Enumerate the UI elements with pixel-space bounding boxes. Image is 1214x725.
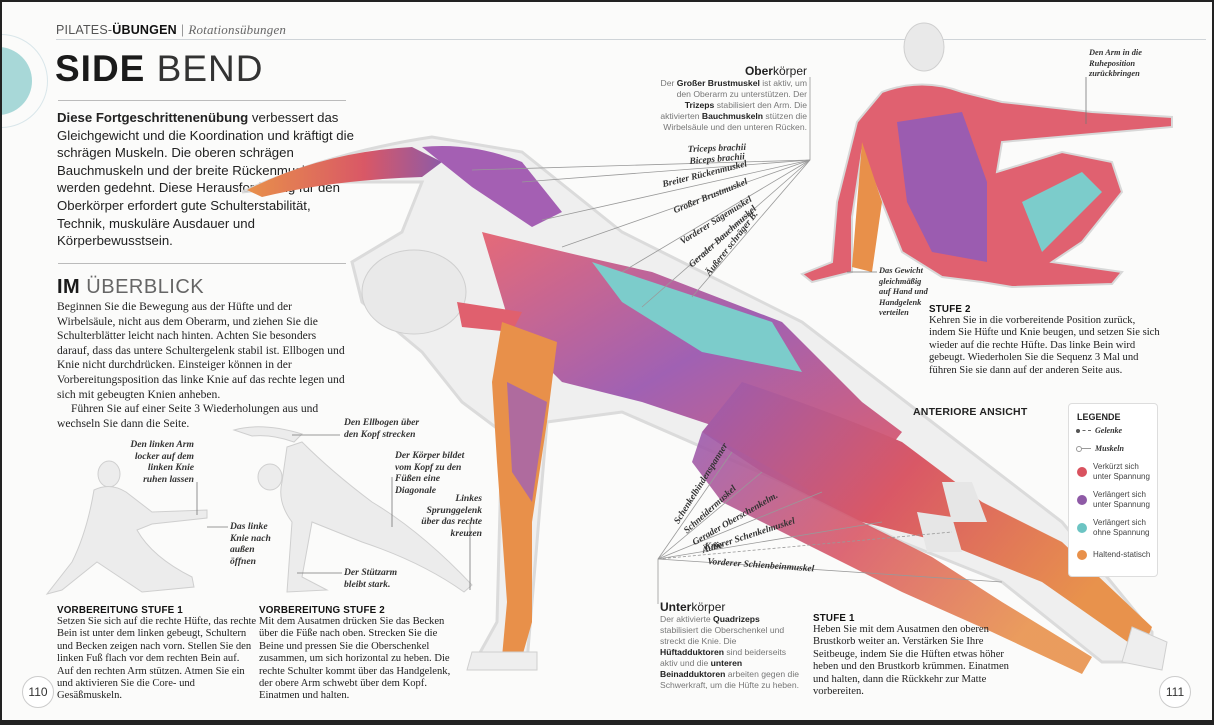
text-part: sind beiderseits aktiv und die — [660, 647, 787, 668]
intro-paragraph: Diese Fortgeschrittenenübung verbessert … — [57, 109, 357, 250]
step2-text: Kehren Sie in die vorbereitende Position… — [929, 315, 1160, 376]
page-number-left: 110 — [22, 676, 54, 708]
lower-body-text: Der aktivierte Quadrizeps stabilisiert d… — [660, 614, 800, 691]
intro-text: verbessert das Gleichgewicht und die Koo… — [57, 110, 354, 249]
breadcrumb-separator: | — [180, 23, 185, 37]
muscle-line-icon — [1076, 446, 1091, 453]
legend-item: Verlängert sich unter Spannung — [1077, 490, 1153, 509]
breadcrumb-subsection: Rotationsübungen — [188, 22, 287, 37]
muscle-label-knee: Knie — [704, 541, 724, 552]
teal-swatch-icon — [1077, 522, 1087, 533]
legend-joints: Gelenke — [1076, 426, 1123, 436]
prep1-annotation-knee: Das linke Knie nach außen öffnen — [230, 521, 271, 567]
legend-item-label: Verlängert sich ohne Spannung — [1093, 518, 1150, 537]
step2-annotation-arm: Den Arm in die Ruheposition zurückbringe… — [1089, 48, 1142, 78]
lower-body-heading-light: körper — [691, 600, 726, 614]
text-part: stützen die Wirbelsäule und den unteren … — [663, 111, 807, 132]
legend-item: Haltend-statisch — [1077, 550, 1150, 560]
purple-swatch-icon — [1077, 494, 1087, 505]
overview-paragraph-1: Beginnen Sie die Bewegung aus der Hüfte … — [57, 300, 345, 401]
lower-body-heading: Unterkörper — [660, 600, 800, 614]
page-title: SIDE BEND — [55, 48, 263, 90]
overview-text: Beginnen Sie die Bewegung aus der Hüfte … — [57, 300, 347, 431]
step2-caption: STUFE 2 Kehren Sie in die vorbereitende … — [929, 304, 1161, 377]
lower-callout-lines — [657, 451, 1003, 604]
prep1-caption: VORBEREITUNG STUFE 1 Setzen Sie sich auf… — [57, 605, 257, 703]
upper-body-heading: Oberkörper — [657, 64, 807, 78]
red-swatch-icon — [1077, 466, 1087, 477]
prep2-text: Mit dem Ausatmen drücken Sie das Becken … — [259, 616, 451, 702]
page-number-right: 111 — [1159, 676, 1191, 708]
title-bold: SIDE — [55, 48, 146, 89]
muscle-name: Quadrizeps — [713, 614, 760, 624]
upper-body-box: Oberkörper Der Großer Brustmuskel ist ak… — [657, 64, 807, 133]
prep2-figure — [232, 426, 473, 593]
text-part: stabilisiert den Arm. Die aktivierten — [660, 100, 807, 121]
muscle-name: Trizeps — [684, 100, 715, 110]
overview-heading-bold: IM — [57, 276, 81, 298]
title-light: BEND — [156, 48, 264, 89]
prep2-heading: VORBEREITUNG STUFE 2 — [259, 605, 385, 616]
intro-divider-top — [58, 100, 346, 101]
upper-body-heading-bold: Ober — [744, 64, 773, 78]
text-part: stabilisiert die Oberschenkel und streck… — [660, 625, 785, 646]
legend-item-label: Haltend-statisch — [1093, 550, 1151, 560]
intro-divider-bottom — [58, 263, 346, 264]
legend-item: Verkürzt sich unter Spannung — [1077, 462, 1153, 481]
step1-caption: STUFE 1 Heben Sie mit dem Ausatmen den o… — [813, 613, 1013, 698]
breadcrumb-section-light: PILATES- — [56, 23, 113, 37]
legend-muscles: Muskeln — [1076, 444, 1124, 454]
overview-heading: IM ÜBERBLICK — [57, 276, 204, 299]
prep2-annotation-diagonal: Der Körper bildet vom Kopf zu den Füßen … — [395, 450, 465, 496]
header-divider — [56, 39, 1206, 40]
muscle-name: Bauchmuskeln — [701, 111, 764, 121]
text-part: arbeiten gegen die Schwerkraft, um die H… — [660, 669, 800, 690]
text-part: Der aktivierte — [660, 614, 714, 624]
lower-body-heading-bold: Unter — [660, 600, 692, 614]
step1-heading: STUFE 1 — [813, 613, 855, 624]
upper-body-text: Der Großer Brustmuskel ist aktiv, um den… — [657, 78, 807, 133]
prep1-text: Setzen Sie sich auf die rechte Hüfte, da… — [57, 616, 257, 702]
muscle-name: Großer Brustmuskel — [676, 78, 760, 88]
intro-bold: Diese Fortgeschrittenenübung — [57, 110, 249, 125]
legend-item-label: Verlängert sich unter Spannung — [1093, 490, 1150, 509]
upper-body-heading-light: körper — [772, 64, 807, 78]
text-part: ist aktiv, um den Oberarm zu unterstütze… — [676, 78, 807, 99]
joint-line-icon — [1076, 428, 1091, 433]
view-label: ANTERIORE ANSICHT — [913, 406, 1028, 418]
step1-text: Heben Sie mit dem Ausatmen den oberen Br… — [813, 624, 1009, 698]
breadcrumb: PILATES-ÜBUNGEN|Rotationsübungen — [56, 22, 286, 38]
step2-figure — [800, 22, 1173, 289]
prep2-annotation-elbow: Den Ellbogen über den Kopf strecken — [344, 417, 420, 440]
muscle-name: unteren Beinadduktoren — [660, 658, 743, 679]
muscle-name: Hüftadduktoren — [660, 647, 724, 657]
prep1-annotation-arm: Den linken Arm locker auf dem linken Kni… — [130, 439, 194, 485]
step2-heading: STUFE 2 — [929, 304, 971, 315]
prep1-heading: VORBEREITUNG STUFE 1 — [57, 605, 183, 616]
overview-heading-light: ÜBERBLICK — [86, 276, 205, 298]
legend-muscles-label: Muskeln — [1095, 444, 1124, 453]
prep2-annotation-ankle: Linkes Sprunggelenk über das rechte kreu… — [421, 493, 482, 539]
prep1-figure — [45, 460, 208, 595]
upper-callout-lines — [471, 77, 811, 308]
legend-item: Verlängert sich ohne Spannung — [1077, 518, 1153, 537]
overview-paragraph-2: Führen Sie auf einer Seite 3 Wiederholun… — [57, 402, 319, 430]
legend-item-label: Verkürzt sich unter Spannung — [1093, 462, 1150, 481]
lower-body-box: Unterkörper Der aktivierte Quadrizeps st… — [660, 600, 800, 691]
breadcrumb-section-bold: ÜBUNGEN — [112, 23, 177, 37]
orange-swatch-icon — [1077, 550, 1087, 560]
step2-annotation-weight: Das Gewicht gleichmäßig auf Hand und Han… — [879, 266, 928, 317]
legend-title: LEGENDE — [1077, 412, 1121, 422]
legend: LEGENDE Gelenke Muskeln Verkürzt sich un… — [1068, 403, 1158, 577]
text-part: Der — [660, 78, 677, 88]
legend-joints-label: Gelenke — [1095, 426, 1123, 435]
prep2-caption: VORBEREITUNG STUFE 2 Mit dem Ausatmen dr… — [259, 605, 459, 703]
prep-callout-lines — [196, 77, 1087, 590]
prep2-annotation-support-arm: Der Stützarm bleibt stark. — [344, 567, 398, 590]
